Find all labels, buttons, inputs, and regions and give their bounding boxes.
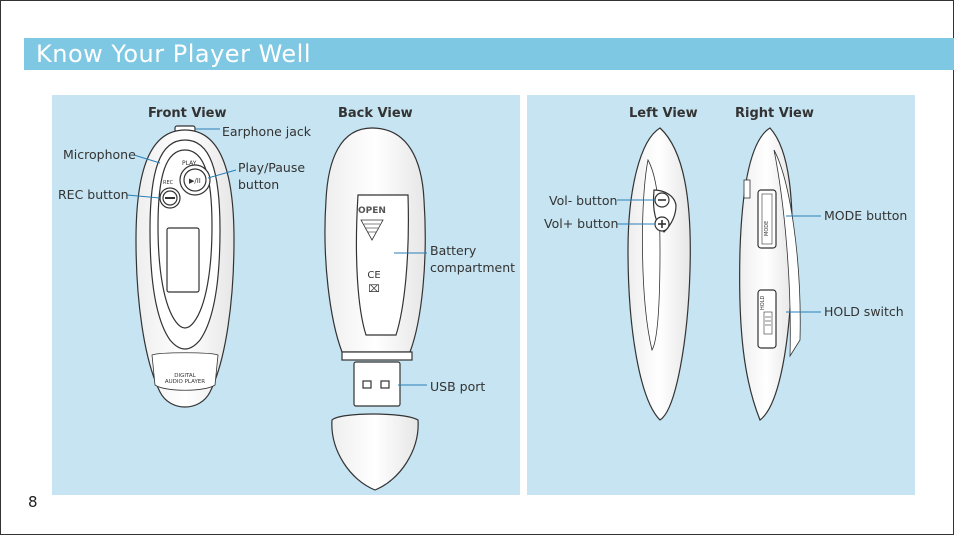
leader-play-pause	[207, 169, 237, 179]
device-brand-line2: AUDIO PLAYER	[165, 379, 205, 385]
panel-left-right	[527, 95, 915, 495]
front-view-title: Front View	[148, 106, 227, 121]
label-battery-compartment: Battery compartment	[430, 243, 516, 275]
page-number: 8	[28, 493, 38, 511]
recycle-bin-icon: ⌧	[368, 284, 380, 295]
front-view-device	[135, 125, 235, 408]
leader-rec-button	[126, 194, 161, 199]
panel-front-back	[52, 95, 520, 495]
left-view-device	[627, 127, 691, 421]
leader-microphone	[133, 154, 161, 164]
leader-lines	[126, 128, 821, 386]
label-earphone-jack: Earphone jack	[222, 124, 312, 139]
label-microphone: Microphone	[63, 147, 136, 162]
label-vol-minus: Vol- button	[549, 193, 618, 208]
right-view-title: Right View	[735, 106, 814, 121]
label-mode-button: MODE button	[824, 208, 908, 223]
right-view-device	[739, 127, 801, 421]
label-rec-button: REC button	[58, 187, 129, 202]
device-mode-text: MODE	[764, 221, 770, 236]
label-usb-port: USB port	[430, 379, 486, 394]
label-vol-plus: Vol+ button	[544, 216, 619, 231]
device-hold-text: HOLD	[760, 296, 766, 310]
device-play-text: PLAY	[182, 160, 197, 167]
back-view-device	[324, 127, 426, 491]
label-play-pause: Play/Pause button	[238, 160, 306, 192]
label-hold-switch: HOLD switch	[824, 304, 904, 319]
device-open-text: OPEN	[358, 206, 386, 216]
page-title: Know Your Player Well	[36, 40, 311, 68]
device-brand-line1: DIGITAL	[174, 373, 196, 379]
device-rec-text: REC	[163, 180, 174, 186]
back-view-title: Back View	[338, 106, 413, 121]
ce-mark: CE	[367, 270, 380, 281]
title-band	[24, 38, 954, 70]
play-pause-glyph: ▶/II	[189, 177, 201, 185]
left-view-title: Left View	[629, 106, 698, 121]
